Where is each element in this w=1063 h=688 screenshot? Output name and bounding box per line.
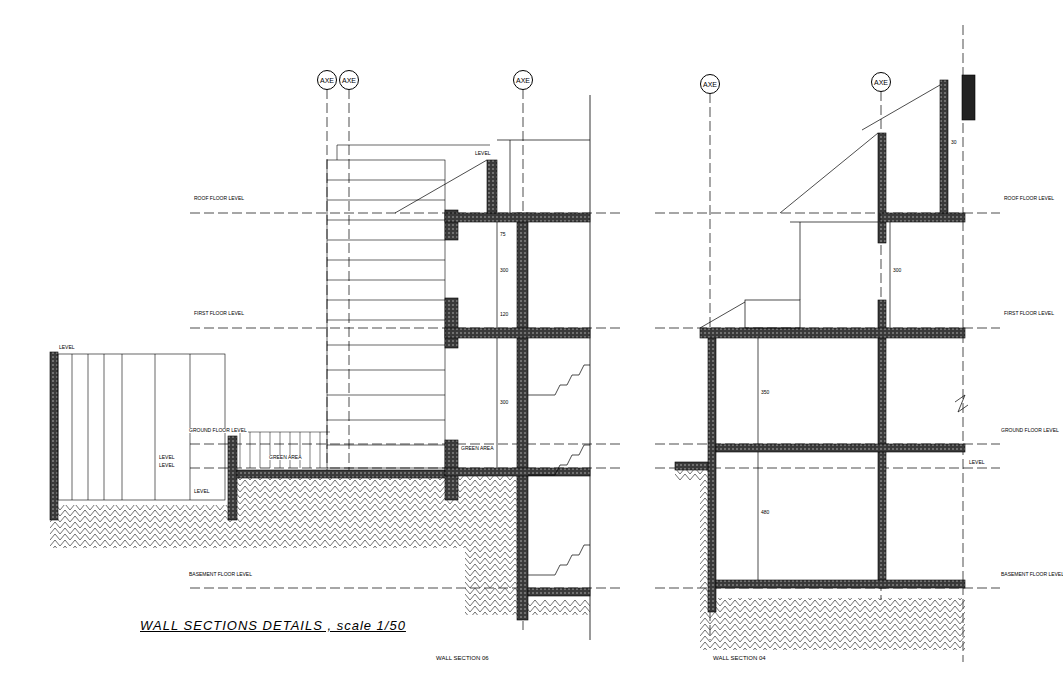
level-label: LEVEL — [58, 345, 76, 350]
level-label: LEVEL — [474, 151, 492, 156]
axis-label: AXE — [516, 77, 530, 84]
level-label: LEVEL — [193, 489, 211, 494]
structure-left — [445, 160, 590, 620]
level-label: 480 — [760, 510, 770, 515]
level-label: 30 — [950, 140, 958, 145]
axis-bubble: AXE — [871, 72, 891, 92]
axis-lines — [327, 25, 963, 662]
fence-elevation — [58, 354, 225, 500]
level-label: 300 — [499, 400, 509, 405]
level-label: LEVEL — [158, 463, 176, 468]
level-label: ROOF FLOOR LEVEL — [1003, 196, 1055, 201]
axis-label: AXE — [703, 81, 717, 88]
axis-bubble: AXE — [317, 70, 337, 90]
level-label: WALL SECTION 06 — [435, 655, 490, 661]
green-area-slab — [237, 470, 455, 478]
roof-and-stairs-left — [395, 100, 945, 580]
level-label: 120 — [499, 312, 509, 317]
level-label: GREEN AREA — [460, 446, 495, 451]
level-label: GROUND FLOOR LEVEL — [188, 428, 248, 433]
level-label: GREEN AREA — [268, 455, 303, 460]
level-label: GROUND FLOOR LEVEL — [1000, 428, 1060, 433]
axis-label: AXE — [320, 77, 334, 84]
level-label: FIRST FLOOR LEVEL — [193, 311, 245, 316]
axis-bubble: AXE — [513, 70, 533, 90]
retaining-wall — [228, 436, 237, 520]
drawing-title: WALL SECTIONS DETAILS , scale 1/50 — [140, 618, 406, 633]
level-label: 300 — [499, 268, 509, 273]
axis-bubble: AXE — [339, 70, 359, 90]
level-label: LEVEL — [968, 460, 986, 465]
structure-right — [675, 75, 975, 612]
level-label: ROOF FLOOR LEVEL — [193, 196, 245, 201]
level-label: 300 — [892, 268, 902, 273]
level-label: BASEMENT FLOOR LEVEL — [188, 572, 253, 577]
level-label: LEVEL — [158, 455, 176, 460]
axis-label: AXE — [874, 79, 888, 86]
level-label: WALL SECTION 04 — [712, 655, 767, 661]
level-label: 350 — [760, 390, 770, 395]
axis-label: AXE — [342, 77, 356, 84]
facade-elevation — [327, 145, 490, 468]
soil-hatch — [50, 470, 590, 615]
soil-hatch — [675, 470, 965, 650]
level-label: FIRST FLOOR LEVEL — [1003, 311, 1055, 316]
garden-wall — [50, 352, 58, 520]
roof-right — [700, 85, 968, 412]
level-label: 75 — [499, 232, 507, 237]
railing — [233, 432, 330, 468]
level-label: BASEMENT FLOOR LEVEL — [1000, 572, 1063, 577]
axis-bubble: AXE — [700, 74, 720, 94]
cut-line — [590, 95, 591, 640]
